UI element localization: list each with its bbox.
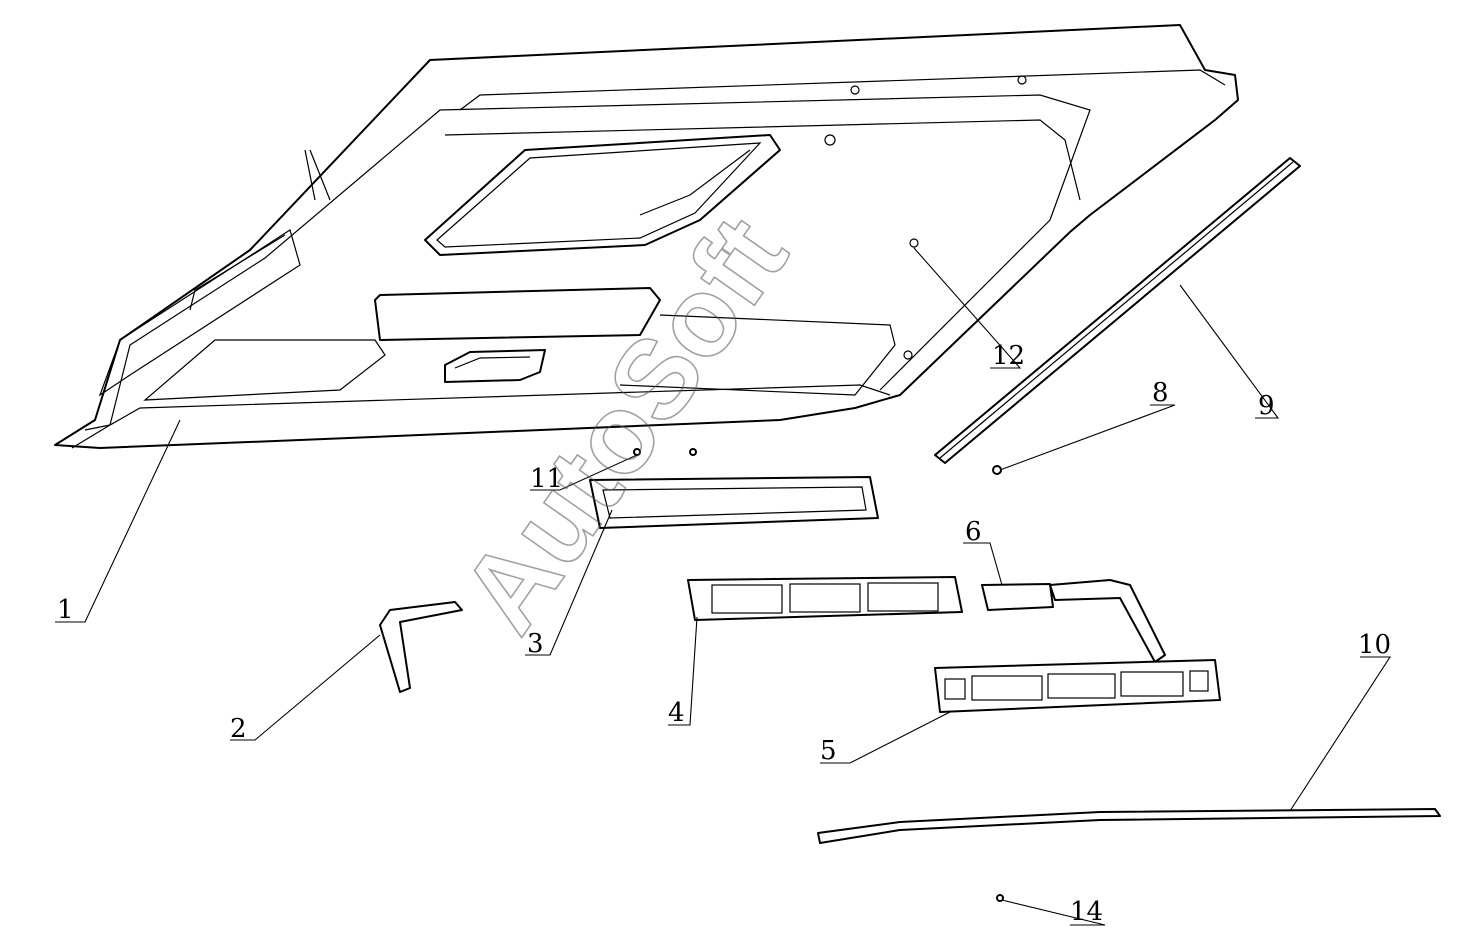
wiring-harness (1049, 579, 1166, 663)
part-8-clip (992, 465, 1002, 475)
part-4-tray (687, 576, 963, 621)
callout-14: 14 (1070, 897, 1103, 927)
callout-4: 4 (668, 698, 685, 728)
part-5-grille-panel (934, 659, 1221, 713)
callout-8: 8 (1152, 378, 1169, 408)
part-10-trim-strip (817, 808, 1441, 844)
callout-1: 1 (57, 595, 74, 625)
callout-labels: 1 2 3 4 5 6 8 9 10 11 12 14 (57, 341, 1391, 927)
callout-3: 3 (527, 629, 544, 659)
leader-lines (55, 247, 1392, 926)
callout-11: 11 (530, 464, 563, 494)
callout-6: 6 (965, 517, 982, 547)
callout-12: 12 (992, 341, 1025, 371)
callout-9: 9 (1258, 391, 1275, 421)
part-1-roof-panel (54, 24, 1239, 449)
part-3-bracket-frame (589, 476, 879, 529)
part-9-side-rail (934, 157, 1301, 464)
part-6-module (981, 583, 1054, 611)
part-2-l-bracket (379, 601, 463, 693)
callout-5: 5 (820, 736, 837, 766)
callout-2: 2 (230, 714, 247, 744)
part-14-screw (996, 894, 1004, 902)
callout-10: 10 (1358, 630, 1391, 660)
